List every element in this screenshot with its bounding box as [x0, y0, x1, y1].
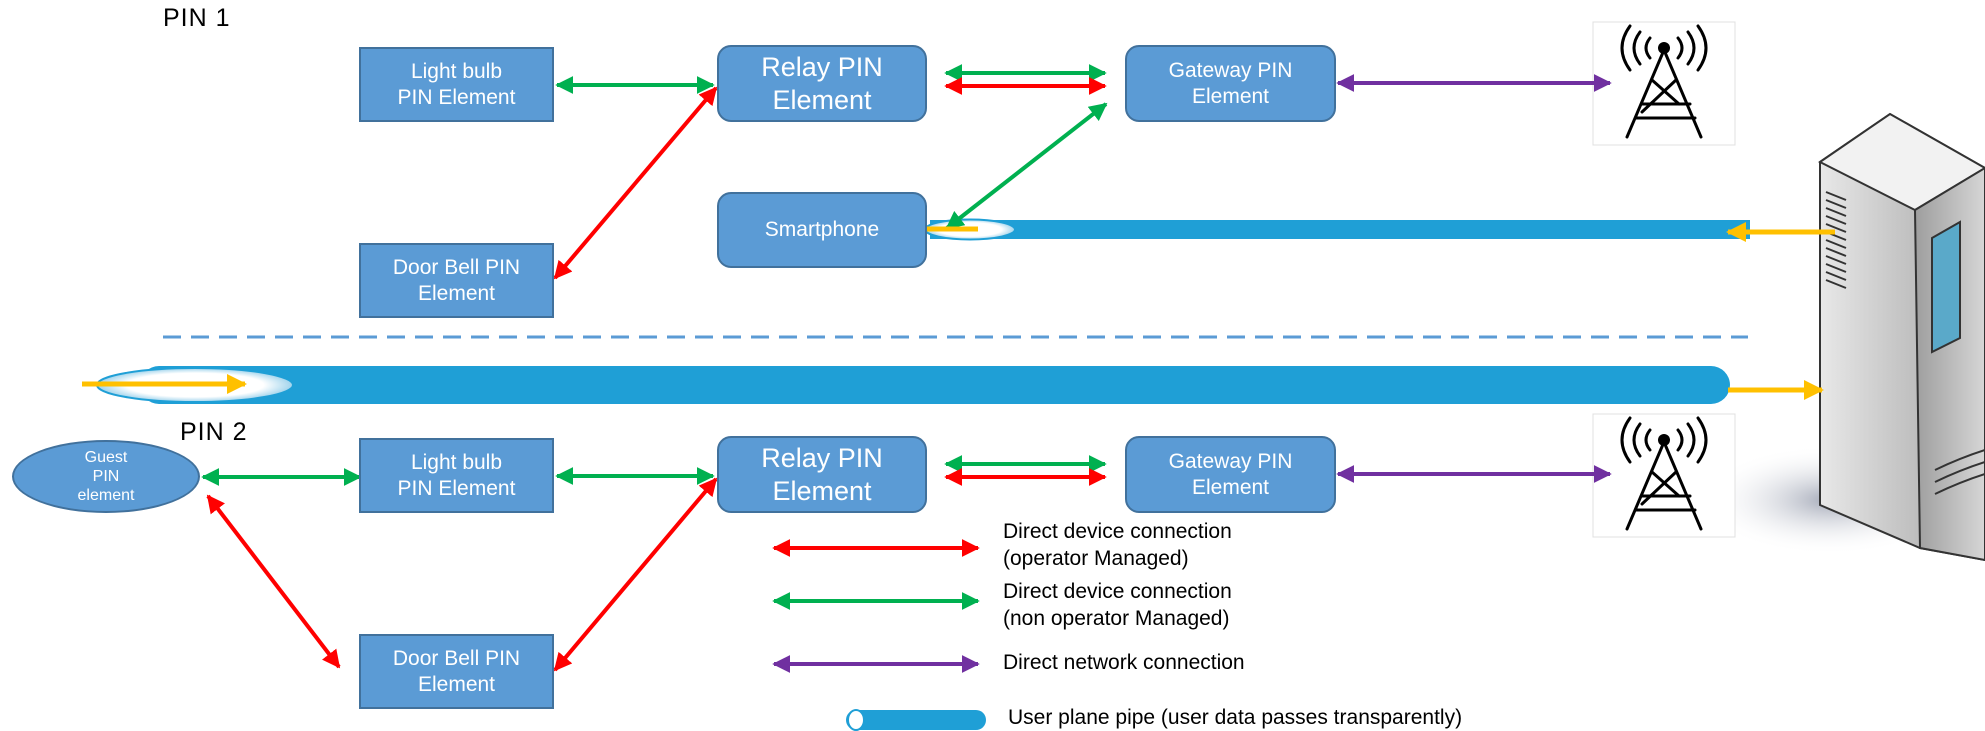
pin2-label: PIN 2: [180, 418, 248, 446]
pin1-lightbulb-element: Light bulb PIN Element: [359, 47, 554, 122]
legend-green-label: Direct device connection (non operator M…: [1003, 580, 1232, 631]
pin2-guest-element: Guest PIN element: [12, 440, 200, 513]
legend-red-label: Direct device connection (operator Manag…: [1003, 520, 1232, 571]
server-icon: [1818, 112, 1985, 562]
pin1-doorbell-element: Door Bell PIN Element: [359, 243, 554, 318]
pin1-doorbell-relay-red-arrow: [553, 86, 718, 280]
pin1-label: PIN 1: [163, 4, 231, 32]
pin1-gateway-smartphone-green-arrow: [945, 102, 1108, 230]
cell-tower-icon: [1592, 21, 1736, 146]
pin1-user-plane-pipe: [924, 218, 1750, 241]
pin1-smartphone: Smartphone: [717, 192, 927, 268]
pin1-relay-element: Relay PIN Element: [717, 45, 927, 122]
pin2-doorbell-relay-red-arrow: [553, 477, 718, 672]
legend-pipe-label: User plane pipe (user data passes transp…: [1008, 706, 1463, 729]
legend-pipe-icon: [846, 709, 986, 731]
pin2-gateway-element: Gateway PIN Element: [1125, 436, 1336, 513]
pin2-relay-element: Relay PIN Element: [717, 436, 927, 513]
cell-tower-icon: [1592, 413, 1736, 538]
pin2-doorbell-element: Door Bell PIN Element: [359, 634, 554, 709]
pin2-user-plane-pipe: [96, 366, 1730, 404]
pin2-lightbulb-element: Light bulb PIN Element: [359, 438, 554, 513]
pin2-guest-doorbell-red-arrow: [206, 494, 341, 669]
legend-purple-label: Direct network connection: [1003, 651, 1245, 674]
pin1-gateway-element: Gateway PIN Element: [1125, 45, 1336, 122]
